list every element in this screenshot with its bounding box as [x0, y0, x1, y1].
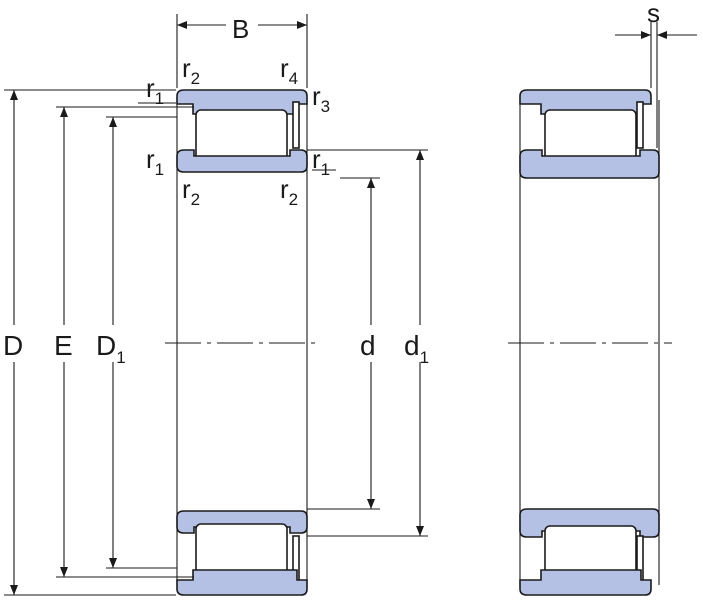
label-r3: r3 [312, 81, 330, 116]
label-r4: r4 [280, 53, 298, 88]
label-B: B [232, 14, 249, 44]
label-r1-right: r1 [312, 144, 330, 179]
roller-top [195, 109, 288, 161]
left-section-view [165, 89, 318, 596]
label-E: E [54, 330, 73, 361]
rv-outer-ring-bottom [519, 569, 652, 596]
label-d1: d1 [404, 330, 429, 367]
label-r1-top: r1 [146, 73, 164, 108]
label-d: d [360, 330, 376, 361]
label-D: D [3, 330, 23, 361]
label-D1: D1 [96, 330, 126, 367]
outer-ring-bottom [176, 569, 308, 596]
snap-ring-top [292, 101, 300, 149]
rv-inner-ring-top [519, 149, 660, 179]
inner-ring-bottom [176, 510, 308, 534]
label-r2-bottom-right: r2 [280, 174, 298, 209]
rv-roller-top [544, 109, 637, 161]
label-r2-top-left: r2 [182, 53, 200, 88]
right-section-view [508, 22, 697, 596]
label-s: s [647, 0, 660, 28]
rv-snap-ring-top [636, 101, 644, 149]
label-r2-bottom-left: r2 [182, 174, 200, 209]
rv-roller-bottom [544, 525, 637, 577]
dimension-labels: B s D E D1 d d1 r2 r4 r1 r3 r1 r1 r2 r2 [3, 0, 660, 367]
dimension-lines [4, 14, 428, 596]
label-r1-left: r1 [146, 144, 164, 179]
roller-bottom [195, 523, 288, 575]
inner-ring-top [176, 149, 308, 173]
